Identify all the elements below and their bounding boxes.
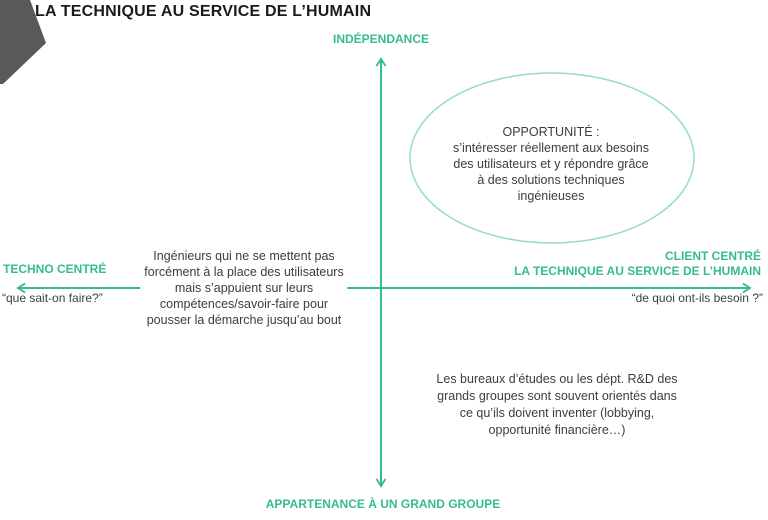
axis-label-independance: INDÉPENDANCE (332, 32, 430, 46)
axis-sublabel-right-question: “de quoi ont-ils besoin ?” (631, 291, 763, 305)
axis-label-client-centre-group: CLIENT CENTRÉ LA TECHNIQUE AU SERVICE DE… (514, 249, 761, 279)
note-rd-departments: Les bureaux d’études ou les dépt. R&D de… (436, 372, 678, 437)
note-engineers: Ingénieurs qui ne se mettent pas forcéme… (140, 246, 348, 330)
axis-sublabel-left-question: “que sait-on faire?” (2, 291, 103, 305)
note-opportunity: OPPORTUNITÉ : s’intéresser réellement au… (453, 125, 649, 203)
opportunity-ellipse (409, 72, 695, 244)
page-title: LA TECHNIQUE AU SERVICE DE L’HUMAIN (35, 3, 372, 20)
axis-label-techno-centre: TECHNO CENTRÉ (3, 262, 107, 276)
axis-label-appartenance: APPARTENANCE À UN GRAND GROUPE (265, 497, 501, 511)
axis-label-technique-humain: LA TECHNIQUE AU SERVICE DE L’HUMAIN (514, 264, 761, 278)
axis-label-client-centre: CLIENT CENTRÉ (665, 249, 761, 263)
corner-accent-triangle (0, 0, 46, 84)
